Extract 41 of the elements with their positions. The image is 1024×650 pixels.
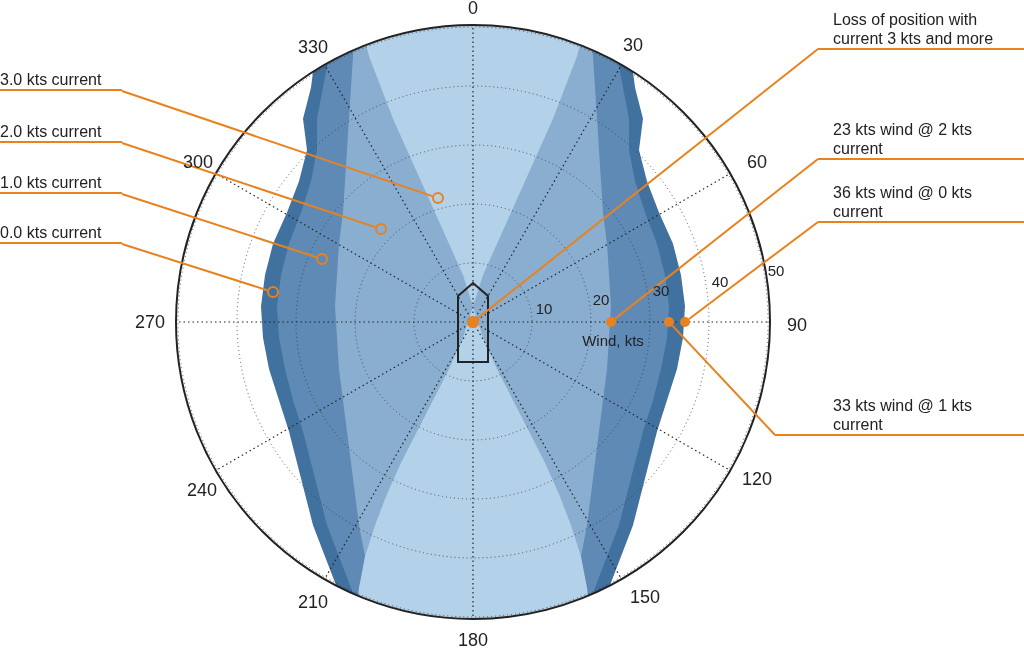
angle-label: 240 xyxy=(187,479,217,501)
angle-label: 150 xyxy=(630,586,660,608)
angle-label: 270 xyxy=(135,311,165,333)
angle-label: 330 xyxy=(298,36,328,58)
marker-dot xyxy=(680,317,690,327)
leader-line xyxy=(121,193,318,259)
wind-speed-tick: 10 xyxy=(535,299,553,317)
leader-line xyxy=(688,221,819,320)
callout-label: 0.0 kts current xyxy=(0,223,122,244)
marker-ring xyxy=(432,192,444,204)
angle-label: 90 xyxy=(787,314,807,336)
angle-label: 180 xyxy=(458,629,488,650)
leader-line xyxy=(121,90,434,198)
callout-label: 23 kts wind @ 2 kts current xyxy=(818,120,1024,160)
angle-label: 210 xyxy=(298,591,328,613)
marker-ring xyxy=(267,286,279,298)
marker-dot xyxy=(606,317,616,327)
callout-label: 36 kts wind @ 0 kts current xyxy=(818,183,1024,223)
leader-line xyxy=(121,243,269,292)
callout-label: 1.0 kts current xyxy=(0,173,122,194)
angle-label: 0 xyxy=(468,0,478,19)
wind-speed-tick: 30 xyxy=(652,281,670,299)
angle-label: 30 xyxy=(623,34,643,56)
marker-dot xyxy=(664,317,674,327)
wind-speed-tick: 20 xyxy=(592,290,610,308)
leader-line xyxy=(476,48,819,320)
angle-label: 300 xyxy=(183,151,213,173)
callout-label: 2.0 kts current xyxy=(0,122,122,143)
axis-label: Wind, kts xyxy=(582,331,644,349)
callout-label: 3.0 kts current xyxy=(0,70,122,91)
wind-speed-tick: 50 xyxy=(767,261,785,279)
callout-label: Loss of position with current 3 kts and more xyxy=(818,10,1024,50)
wind-speed-tick: 40 xyxy=(711,272,729,290)
leader-line xyxy=(613,158,819,320)
marker-ring xyxy=(375,223,387,235)
angle-label: 60 xyxy=(747,151,767,173)
angle-label: 120 xyxy=(742,468,772,490)
marker-ring xyxy=(316,253,328,265)
leader-line xyxy=(121,142,377,229)
callout-label: 33 kts wind @ 1 kts current xyxy=(775,396,1024,436)
leader-line xyxy=(671,324,776,436)
